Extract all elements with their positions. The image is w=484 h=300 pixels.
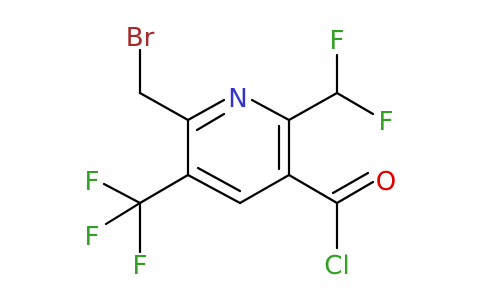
bond-c2-n-inner bbox=[195, 112, 226, 132]
atom-f4: F bbox=[85, 222, 100, 252]
atom-labels: Br N F F F F F O Cl bbox=[85, 23, 397, 281]
atom-br: Br bbox=[126, 23, 155, 53]
bond-c5-c4 bbox=[238, 173, 291, 205]
atom-cl: Cl bbox=[324, 251, 349, 281]
bond-c3-cf3 bbox=[138, 173, 190, 205]
bond-c6-chf2 bbox=[287, 91, 339, 122]
bond-c5-carbonyl bbox=[287, 173, 339, 205]
atom-f2: F bbox=[379, 107, 394, 137]
atom-f1: F bbox=[330, 26, 345, 56]
bond-chf2-f2 bbox=[335, 91, 375, 116]
bond-c4-c3-inner bbox=[196, 166, 242, 193]
bond-cf3-f3 bbox=[102, 182, 142, 205]
atom-o: O bbox=[376, 167, 396, 197]
atom-f3: F bbox=[85, 167, 100, 197]
bond-carbonyl-o-outer bbox=[335, 180, 375, 205]
atom-n: N bbox=[228, 84, 247, 114]
bond-n-c6 bbox=[250, 98, 291, 122]
bonds bbox=[102, 48, 375, 254]
bond-carbonyl-o-inner bbox=[331, 171, 370, 195]
bond-c2-n bbox=[186, 98, 226, 122]
atom-f5: F bbox=[133, 251, 148, 281]
bond-c4-c3 bbox=[186, 173, 242, 205]
bond-cf3-f4 bbox=[104, 201, 142, 226]
bond-ch2-c2 bbox=[138, 91, 190, 122]
